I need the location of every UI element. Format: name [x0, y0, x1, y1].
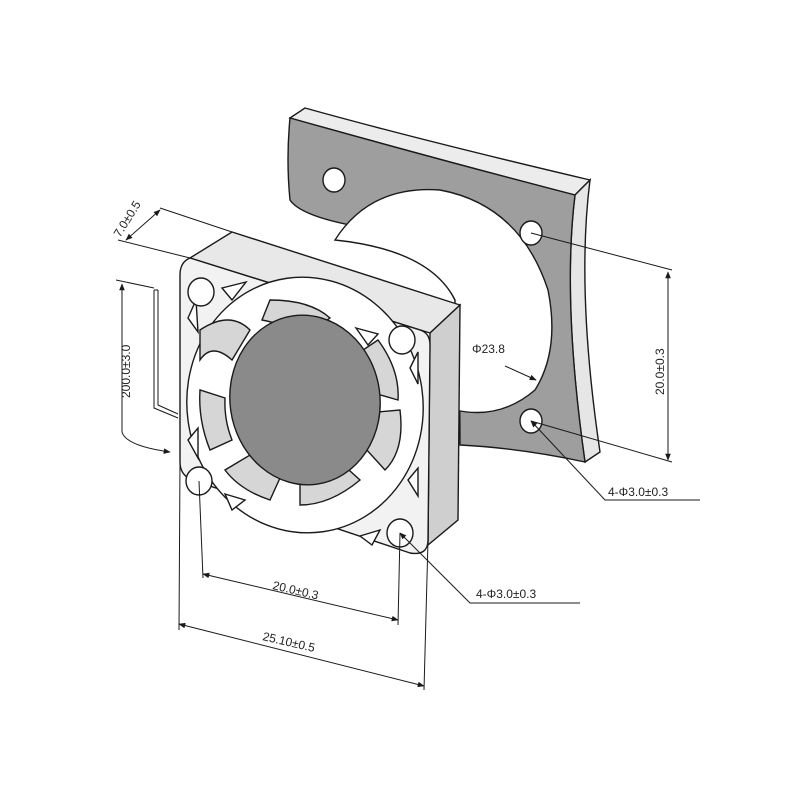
fan-blade-7 [199, 389, 233, 451]
corner-rib [220, 280, 248, 302]
dim-bore-diameter: Φ23.8 [472, 342, 505, 356]
fan-hole-top-left [187, 277, 215, 307]
fan-side-face [427, 303, 461, 547]
dim-hole-spacing-vertical: 20.0±0.3 [653, 348, 667, 395]
plate-hole-top-left [322, 167, 346, 193]
dim-holes-back: 4-Φ3.0±0.3 [608, 485, 669, 499]
fan-hole-top-right [388, 325, 416, 355]
dim-hole-spacing-front: 20.0±0.3 [271, 578, 320, 602]
dimension-lines [115, 207, 700, 691]
fan-body [153, 231, 462, 555]
plate-bore [333, 188, 553, 414]
dim-holes-front: 4-Φ3.0±0.3 [476, 587, 537, 601]
finger-guard-plate [287, 107, 601, 464]
dim-thickness: 7.0±0.5 [111, 198, 144, 240]
dim-cable-length: 200.0±3.0 [119, 344, 133, 398]
fan-blade-1 [199, 319, 251, 363]
fan-hub [229, 314, 381, 486]
dim-frame-width: 25.10±0.5 [261, 629, 316, 655]
